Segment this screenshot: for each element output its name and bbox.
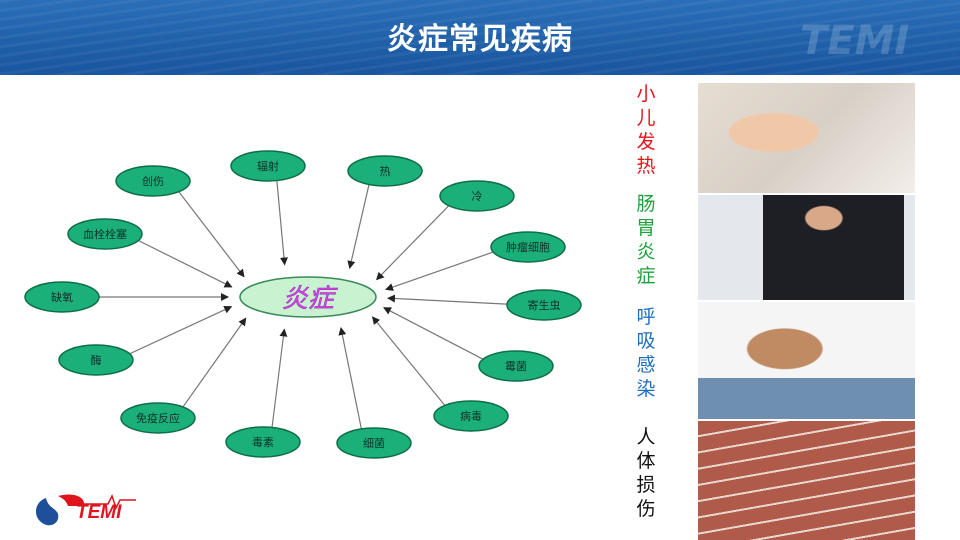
cause-label: 血栓栓塞 (83, 227, 127, 241)
disease-label: 呼吸感染 (636, 306, 656, 400)
cause-node: 创伤 (115, 165, 191, 197)
logo-text: TEMI (76, 502, 122, 523)
arrow (133, 237, 233, 288)
cause-label: 免疫反应 (136, 411, 180, 425)
arrow (180, 317, 247, 410)
cause-node: 霉菌 (478, 350, 554, 382)
cause-label: 细菌 (363, 437, 385, 450)
cause-node: 细菌 (336, 427, 412, 459)
cause-label: 寄生虫 (528, 298, 561, 312)
photo-man-stomach-pain (698, 195, 915, 300)
cause-node: 毒素 (225, 426, 301, 458)
cause-label: 缺氧 (51, 290, 73, 304)
arrow (347, 182, 370, 269)
disease-label: 肠胃炎症 (636, 193, 656, 287)
arrow (271, 328, 288, 429)
arrow (383, 307, 488, 363)
cause-label: 创伤 (142, 175, 164, 188)
arrow (386, 294, 515, 306)
cause-node: 免疫反应 (120, 402, 196, 434)
photo-sleeping-baby (698, 83, 915, 193)
cause-label: 辐射 (257, 159, 279, 173)
photo-man-throat-pain (698, 302, 915, 419)
arrow (176, 189, 245, 278)
cause-node: 酶 (58, 344, 134, 376)
header-watermark-logo: TEMI (800, 18, 910, 64)
photo-injured-runner (698, 421, 915, 540)
arrow (338, 327, 363, 431)
cause-label: 霉菌 (505, 360, 527, 373)
cause-label: 冷 (472, 190, 483, 203)
cause-label: 肿瘤细胞 (506, 240, 550, 254)
cause-label: 酶 (91, 354, 102, 367)
cause-node: 缺氧 (24, 281, 100, 313)
arrow (385, 249, 499, 291)
header-banner: TEMI 炎症常见疾病 (0, 0, 960, 75)
cause-label: 热 (380, 165, 391, 178)
cause-node: 辐射 (230, 150, 306, 182)
center-label: 炎症 (282, 284, 338, 314)
cause-node: 血栓栓塞 (67, 218, 143, 250)
arrow (375, 202, 452, 281)
center-node: 炎症 (239, 276, 377, 318)
page-title: 炎症常见疾病 (387, 22, 573, 57)
temi-logo: TEMI (28, 490, 138, 530)
cause-node: 病毒 (433, 400, 509, 432)
cause-label: 病毒 (460, 409, 482, 423)
cause-node: 寄生虫 (506, 289, 582, 321)
cause-node: 肿瘤细胞 (490, 231, 566, 263)
disease-label: 小儿发热 (636, 83, 656, 177)
cause-node: 冷 (439, 180, 515, 212)
cause-label: 毒素 (252, 436, 274, 449)
arrow (124, 305, 233, 357)
cause-node: 热 (347, 155, 423, 187)
arrow (371, 316, 448, 409)
arrow (276, 179, 288, 266)
disease-label: 人体损伤 (636, 426, 656, 520)
